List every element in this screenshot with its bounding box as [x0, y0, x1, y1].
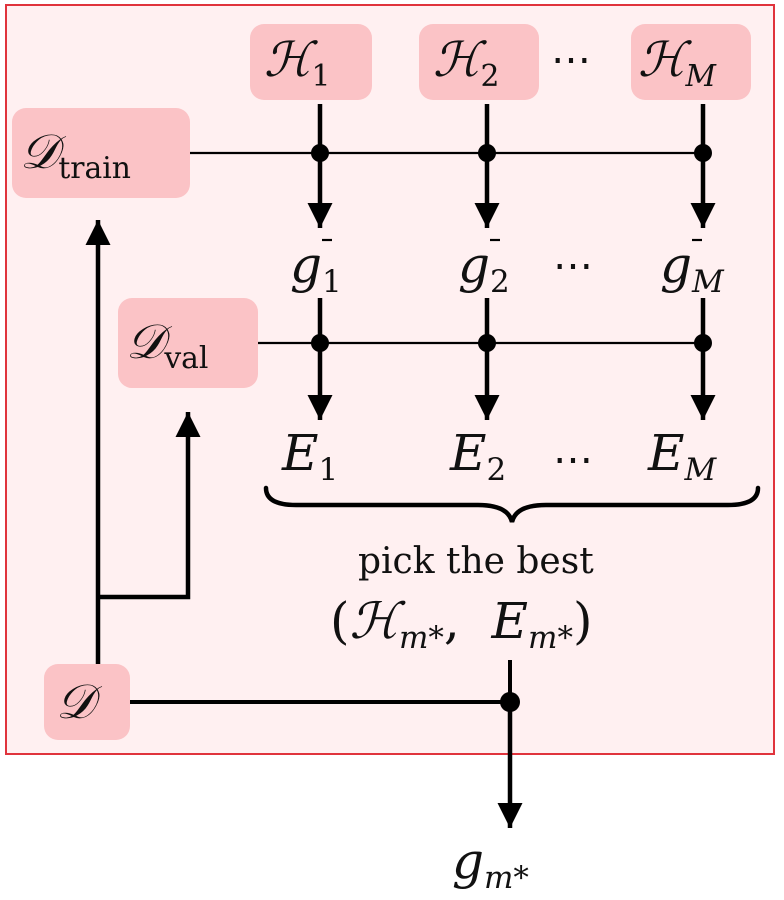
- h2-box: [419, 24, 539, 100]
- output-label: gm*: [452, 832, 529, 896]
- e1-label: E1: [282, 424, 339, 488]
- gm-label: gM: [660, 236, 724, 300]
- g2-label: g2: [458, 236, 510, 300]
- d-train-box: [12, 108, 190, 198]
- hm-label: ℋM: [638, 32, 716, 94]
- d-val-label: 𝒟val: [126, 314, 209, 376]
- train-junction-1: [311, 144, 329, 162]
- d-to-val-path: [98, 412, 201, 600]
- g-ellipsis: ⋯: [553, 243, 597, 289]
- h1-label: ℋ1: [264, 32, 331, 94]
- h2-label: ℋ2: [433, 32, 500, 94]
- e-ellipsis: ⋯: [553, 437, 597, 483]
- train-junction-m: [694, 144, 712, 162]
- underbrace: [263, 485, 761, 523]
- val-junction-1: [311, 334, 329, 352]
- e2-label: E2: [450, 424, 507, 488]
- h-ellipsis: ⋯: [551, 37, 595, 83]
- val-junction-m: [694, 334, 712, 352]
- h1-box: [250, 24, 372, 100]
- d-train-label: 𝒟train: [20, 124, 131, 186]
- d-val-box: [118, 298, 258, 388]
- selected-pair: (ℋm*, Em*): [330, 592, 593, 656]
- g1-label: g1: [290, 236, 342, 300]
- pick-the-best-caption: pick the best: [358, 541, 594, 582]
- hm-box: [631, 24, 751, 100]
- em-label: EM: [648, 424, 717, 488]
- val-junction-2: [478, 334, 496, 352]
- train-junction-2: [478, 144, 496, 162]
- d-label: 𝒟: [56, 674, 95, 730]
- d-box: [44, 664, 130, 740]
